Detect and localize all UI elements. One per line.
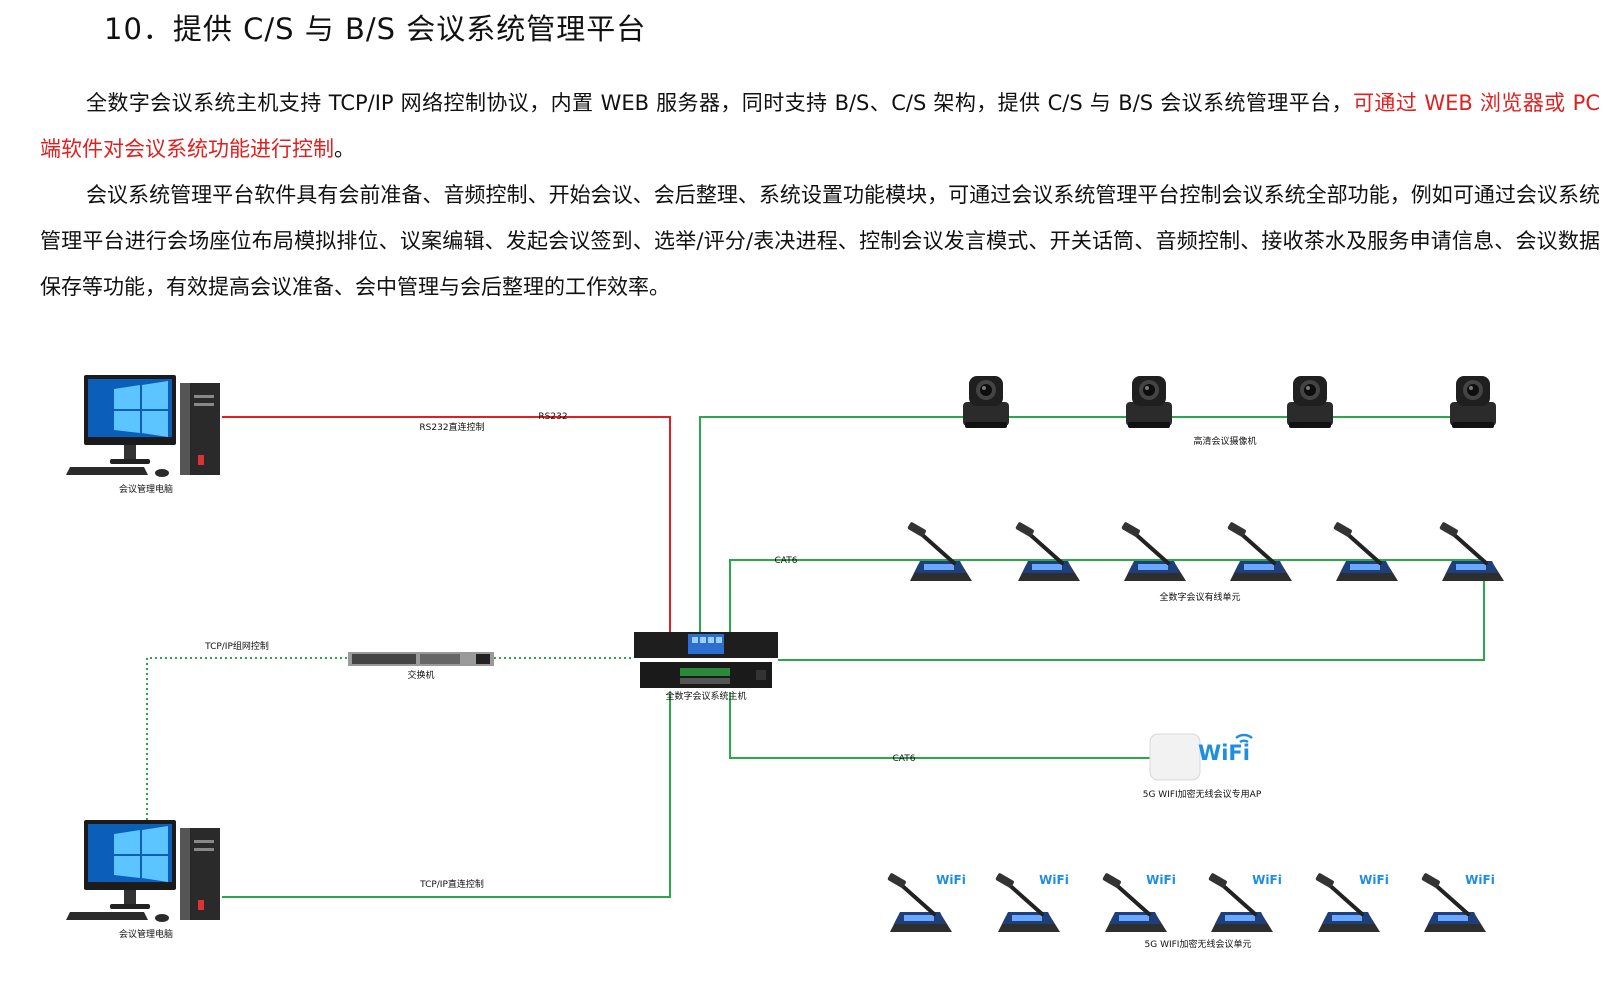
wireless-ap xyxy=(1149,733,1253,781)
camera-line xyxy=(699,416,1470,632)
wireless-wifi-5: WiFi xyxy=(1359,873,1389,887)
loop-back-line xyxy=(778,578,1485,661)
wired-unit-2 xyxy=(1013,519,1082,583)
system-diagram: 会议管理电脑 RS232 RS232直连控制 高清会议摄像机 CAT6 全数字会… xyxy=(66,375,1506,950)
wired-unit-1 xyxy=(905,519,974,583)
tcp-network-label: TCP/IP组网控制 xyxy=(204,640,269,652)
paragraph-1-end: 。 xyxy=(334,137,355,161)
paragraph-2: 会议系统管理平台软件具有会前准备、音频控制、开始会议、会后整理、系统设置功能模块… xyxy=(40,183,1600,299)
wired-unit-label: 全数字会议有线单元 xyxy=(1159,591,1240,603)
paragraph-1-highlight: 可通过 WEB 浏览器或 PC 端软件对会议系统功能进行控制 xyxy=(40,91,1600,161)
camera-2 xyxy=(1126,376,1172,428)
management-pc-bottom xyxy=(66,820,220,922)
tcp-network-line xyxy=(146,657,348,820)
wired-unit-6 xyxy=(1437,519,1506,583)
rs232-label: RS232直连控制 xyxy=(419,421,484,433)
camera-label: 高清会议摄像机 xyxy=(1193,435,1256,447)
paragraph-1: 全数字会议系统主机支持 TCP/IP 网络控制协议，内置 WEB 服务器，同时支… xyxy=(40,80,1600,172)
conference-host xyxy=(634,632,778,688)
pc-top-label: 会议管理电脑 xyxy=(119,483,173,495)
ap-label: 5G WIFI加密无线会议专用AP xyxy=(1143,788,1262,800)
wireless-wifi-3: WiFi xyxy=(1146,873,1176,887)
wired-unit-line xyxy=(729,559,1480,632)
wired-unit-3 xyxy=(1119,519,1188,583)
wireless-unit-label: 5G WIFI加密无线会议单元 xyxy=(1145,938,1252,950)
host-label: 全数字会议系统主机 xyxy=(665,690,746,702)
rs232-line xyxy=(222,416,671,632)
wireless-wifi-2: WiFi xyxy=(1039,873,1069,887)
wired-unit-4 xyxy=(1225,519,1294,583)
camera-1 xyxy=(963,376,1009,428)
management-pc-top xyxy=(66,375,220,477)
switch-label: 交换机 xyxy=(407,669,434,681)
pc-bottom-label: 会议管理电脑 xyxy=(119,928,173,940)
tcp-direct-line xyxy=(222,692,671,898)
camera-3 xyxy=(1287,376,1333,428)
tcp-direct-label: TCP/IP直连控制 xyxy=(419,878,484,890)
ap-line xyxy=(729,692,1150,759)
camera-4 xyxy=(1450,376,1496,428)
wired-unit-5 xyxy=(1331,519,1400,583)
wireless-wifi-4: WiFi xyxy=(1252,873,1282,887)
rs232-tag: RS232 xyxy=(538,412,567,422)
wireless-wifi-1: WiFi xyxy=(936,873,966,887)
section-heading: 10．提供 C/S 与 B/S 会议系统管理平台 xyxy=(104,12,647,46)
paragraph-1-text: 全数字会议系统主机支持 TCP/IP 网络控制协议，内置 WEB 服务器，同时支… xyxy=(86,91,1353,115)
wireless-wifi-6: WiFi xyxy=(1465,873,1495,887)
cat6-ap-label: CAT6 xyxy=(893,754,916,764)
cat6-top-label: CAT6 xyxy=(775,556,798,566)
network-switch xyxy=(348,652,494,666)
ap-wifi-text: WiFi xyxy=(1198,741,1250,765)
